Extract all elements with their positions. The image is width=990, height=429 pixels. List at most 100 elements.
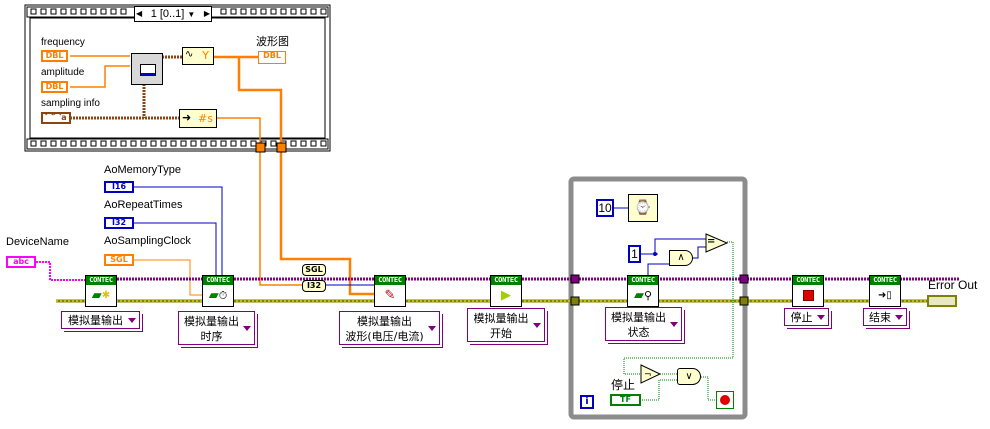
waveform-icon: [140, 64, 156, 76]
film-hole: [110, 8, 117, 15]
ao-write-waveform-selector[interactable]: 模拟量输出 波形(电压/电流): [339, 311, 440, 345]
ao-sampling-clock-control[interactable]: SGL: [104, 254, 134, 266]
film-hole: [230, 140, 237, 147]
selector-text-line2: 开始: [490, 327, 512, 340]
equal-label: =: [707, 236, 716, 247]
contec-header: CONTEC: [793, 276, 823, 285]
chevron-down-icon: [428, 326, 436, 331]
arrow-right-icon: ➜: [182, 111, 192, 124]
stop-button-control[interactable]: TF: [610, 394, 641, 406]
close-selector[interactable]: 结束: [863, 308, 907, 326]
film-hole: [100, 140, 107, 147]
get-samples-node[interactable]: ➜ #s: [179, 109, 217, 128]
board-new-icon: ▰✱: [91, 288, 111, 303]
stop-button-label: 停止: [611, 378, 636, 392]
ao-repeat-times-control[interactable]: I32: [104, 217, 134, 229]
selector-text: 模拟量输出: [184, 315, 239, 328]
film-hole: [320, 140, 327, 147]
film-hole: [60, 8, 67, 15]
chevron-down-icon: [670, 322, 678, 327]
frequency-label: frequency: [41, 37, 85, 48]
selector-text: 模拟量输出: [611, 311, 666, 324]
sine-icon: ∿: [185, 49, 194, 60]
device-name-label: DeviceName: [6, 236, 69, 248]
wait-ms-node[interactable]: ⌚: [628, 194, 658, 222]
frame-next-icon[interactable]: ▶: [203, 9, 210, 18]
frame-selector[interactable]: ◀ 1 [0..1] ▼ ▶: [134, 6, 212, 22]
film-hole: [280, 8, 287, 15]
contec-ao-status-vi[interactable]: CONTEC ▰⚲: [627, 275, 659, 307]
ao-start-selector[interactable]: 模拟量输出 开始: [467, 308, 545, 342]
wait-ms-constant[interactable]: 10: [596, 199, 614, 217]
film-hole: [50, 140, 57, 147]
film-hole: [70, 8, 77, 15]
contec-header: CONTEC: [375, 276, 405, 285]
not-function[interactable]: ¬: [640, 364, 662, 384]
film-hole: [60, 140, 67, 147]
equal-function[interactable]: [705, 233, 729, 253]
film-hole: [150, 140, 157, 147]
exit-door-icon: ➜▯: [878, 290, 892, 301]
ao-stop-selector[interactable]: 停止: [784, 308, 829, 326]
film-hole: [290, 8, 297, 15]
contec-ao-write-waveform-vi[interactable]: CONTEC ✎: [374, 275, 406, 307]
chevron-down-icon: [895, 315, 903, 320]
film-hole: [300, 8, 307, 15]
frame-selector-value: 1 [0..1]: [150, 8, 185, 20]
ao-status-selector[interactable]: 模拟量输出 状态: [605, 307, 682, 341]
film-hole: [90, 8, 97, 15]
frame-prev-icon[interactable]: ◀: [136, 9, 143, 18]
waveform-graph-indicator[interactable]: DBL: [258, 51, 286, 64]
sine-waveform-vi[interactable]: [131, 53, 163, 85]
contec-close-vi[interactable]: CONTEC ➜▯: [869, 275, 901, 307]
contec-ao-stop-vi[interactable]: CONTEC: [792, 275, 824, 307]
film-hole: [70, 140, 77, 147]
film-hole: [250, 140, 257, 147]
loop-condition-terminal[interactable]: [716, 391, 734, 409]
film-hole: [270, 140, 277, 147]
ao-repeat-times-label: AoRepeatTimes: [104, 199, 183, 211]
film-hole: [240, 8, 247, 15]
film-hole: [110, 140, 117, 147]
build-waveform-node[interactable]: ∿ Y: [182, 47, 214, 65]
i32-coercion-label: I32: [302, 280, 326, 292]
compare-constant[interactable]: 1: [628, 245, 641, 263]
error-out-label: Error Out: [928, 278, 978, 292]
ao-memory-type-label: AoMemoryType: [104, 164, 182, 176]
film-hole: [230, 8, 237, 15]
ao-timing-selector[interactable]: 模拟量输出 时序: [178, 311, 255, 345]
selector-text: 模拟量输出: [68, 314, 123, 327]
film-hole: [290, 140, 297, 147]
film-hole: [120, 140, 127, 147]
chevron-down-icon: [243, 326, 251, 331]
error-out-indicator[interactable]: [927, 295, 957, 307]
ao-memory-type-control[interactable]: I16: [104, 181, 134, 193]
film-hole: [310, 8, 317, 15]
sampling-info-control[interactable]: ⌒⌒a: [41, 112, 71, 124]
film-hole: [260, 8, 267, 15]
film-hole: [240, 140, 247, 147]
or-function[interactable]: ∨: [677, 368, 701, 385]
frequency-control[interactable]: DBL: [41, 50, 68, 62]
film-hole: [30, 140, 37, 147]
contec-header: CONTEC: [491, 276, 521, 285]
contec-ao-timing-vi[interactable]: CONTEC ▰⏱: [202, 275, 234, 307]
amplitude-label: amplitude: [41, 67, 85, 78]
film-hole: [210, 140, 217, 147]
film-hole: [30, 8, 37, 15]
sgl-coercion-label: SGL: [302, 264, 326, 276]
magnifier-icon: ▰⚲: [633, 288, 653, 303]
chevron-down-icon[interactable]: ▼: [187, 10, 196, 19]
selector-text-line2: 状态: [627, 326, 650, 339]
ao-open-selector[interactable]: 模拟量输出: [61, 311, 140, 329]
contec-ao-start-vi[interactable]: CONTEC ▶: [490, 275, 522, 307]
amplitude-control[interactable]: DBL: [41, 81, 68, 93]
film-hole: [300, 140, 307, 147]
and-function[interactable]: ∧: [669, 250, 693, 266]
contec-ao-open-vi[interactable]: CONTEC ▰✱: [85, 275, 117, 307]
iteration-terminal: i: [580, 395, 594, 409]
film-hole: [200, 140, 207, 147]
selector-text: 模拟量输出: [473, 312, 529, 325]
device-name-control[interactable]: abc: [6, 256, 36, 268]
film-hole: [140, 140, 147, 147]
